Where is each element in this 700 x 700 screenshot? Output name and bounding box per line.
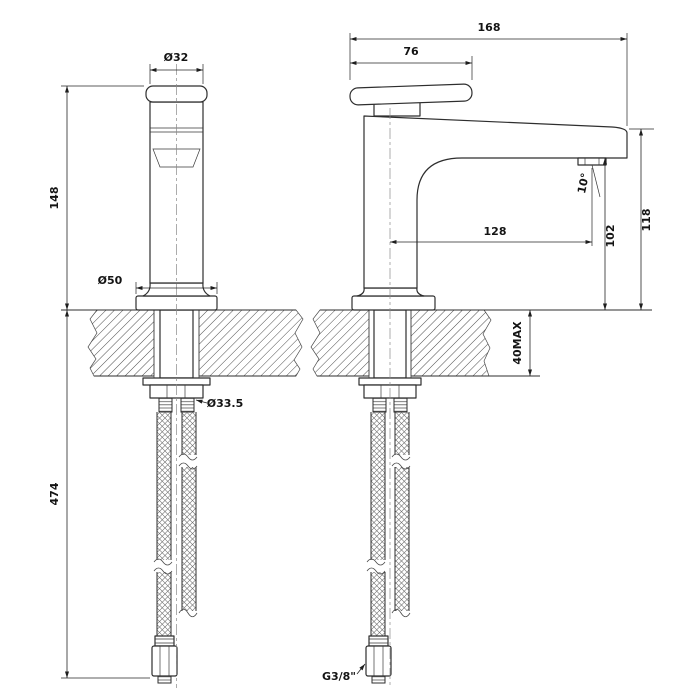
dim-label-base-diameter: Ø50 (98, 274, 123, 287)
body-and-spout-profile (363, 115, 628, 289)
dim-label-deck-thickness-max: 40MAX (511, 321, 524, 365)
flex-hose-left-edges (370, 412, 386, 636)
dim-front-shank-diameter: Ø33.5 (195, 397, 244, 410)
dim-side-overall-depth: 168 (349, 21, 628, 126)
lever-handle-side (349, 83, 473, 106)
hose-hex-nut (365, 645, 392, 677)
dim-label-top-diameter: Ø32 (164, 51, 189, 64)
hose-break-lines (178, 453, 198, 470)
hose-break-gap (155, 560, 175, 572)
hose-break-lines (391, 453, 411, 470)
ferrule-lines (369, 638, 388, 644)
hose-ferrule (154, 635, 175, 647)
dim-label-height: 148 (48, 187, 61, 210)
dim-label-spout-underside-height: 102 (604, 225, 617, 248)
hose-hex-nut (151, 645, 178, 677)
hose-thread-tail-right (180, 397, 195, 413)
flex-hose-right-edges (394, 412, 410, 612)
aerator (577, 157, 607, 166)
hose-end-stub (371, 675, 386, 684)
deck-hatch-left (87, 309, 155, 377)
deck-hole-edges (368, 310, 412, 378)
hose-ferrule (368, 635, 389, 647)
dim-label-handle-depth: 76 (403, 45, 419, 58)
hose-thread-tail-left (158, 397, 173, 413)
front-view: Ø32 148 Ø50 474 Ø33.5 (48, 51, 304, 688)
dim-side-handle-depth: 76 (350, 45, 473, 80)
hose-cut-line (391, 608, 411, 618)
spout-front-detail (152, 148, 201, 168)
side-dimensions: 168 76 128 102 118 (322, 21, 654, 683)
dim-side-spout-underside-height: 102 (602, 158, 617, 310)
hose-break-lines (153, 558, 173, 575)
dim-side-deck-thickness: 40MAX (511, 310, 533, 376)
base-plate (351, 295, 436, 311)
flex-hose-right-edges (181, 412, 197, 612)
deck-hatch-left (310, 309, 370, 377)
dim-label-below-deck-length: 474 (48, 482, 61, 505)
dim-front-height: 148 (48, 85, 144, 310)
dim-label-hose-thread: G3/8" (322, 670, 356, 683)
hose-end-stub (157, 675, 172, 684)
flex-hose-left-edges (156, 412, 172, 636)
flex-hose-left (371, 412, 385, 636)
hose-break-gap (393, 455, 413, 467)
dim-label-spout-reach: 128 (484, 225, 507, 238)
flex-hose-right (395, 412, 409, 614)
hex-nut-facets (373, 646, 384, 676)
base-cone (356, 287, 425, 297)
deck-hatch-right (198, 309, 304, 377)
locknut-facets (380, 385, 400, 398)
dim-label-overall-depth: 168 (478, 21, 501, 34)
hose-break-lines (366, 558, 386, 575)
dim-front-top-diameter: Ø32 (149, 51, 204, 84)
side-deck-section (310, 309, 652, 378)
dim-side-spout-top-height: 118 (629, 128, 654, 310)
locknut-facets (166, 385, 186, 398)
front-dimensions: Ø32 148 Ø50 474 Ø33.5 (48, 51, 244, 679)
side-view: 168 76 128 102 118 (310, 21, 654, 688)
hose-thread-tail-left (372, 397, 387, 413)
dim-label-spout-top-height: 118 (640, 209, 653, 232)
side-faucet-body-group (349, 83, 628, 311)
dim-side-hose-thread: G3/8" (322, 663, 366, 683)
flex-hose-right (182, 412, 196, 614)
hose-break-gap (180, 455, 200, 467)
hose-thread-tail-right (393, 397, 408, 413)
deck-hatch-right (410, 309, 492, 377)
hex-nut-facets (159, 646, 170, 676)
aerator-detail (584, 158, 600, 165)
dim-side-spout-reach: 128 (390, 168, 593, 246)
flex-hose-left (157, 412, 171, 636)
dim-label-shank-diameter: Ø33.5 (207, 397, 244, 410)
hose-break-gap (368, 560, 388, 572)
dim-front-below-deck-length: 474 (48, 310, 150, 679)
dim-front-base-diameter: Ø50 (98, 274, 218, 294)
dim-label-spray-angle: 10° (575, 172, 592, 195)
hose-cut-line (178, 608, 198, 618)
dim-side-spray-angle: 10° (575, 164, 601, 198)
front-deck-section (61, 309, 304, 378)
ferrule-lines (155, 638, 174, 644)
deck-hole-edges (153, 310, 200, 378)
